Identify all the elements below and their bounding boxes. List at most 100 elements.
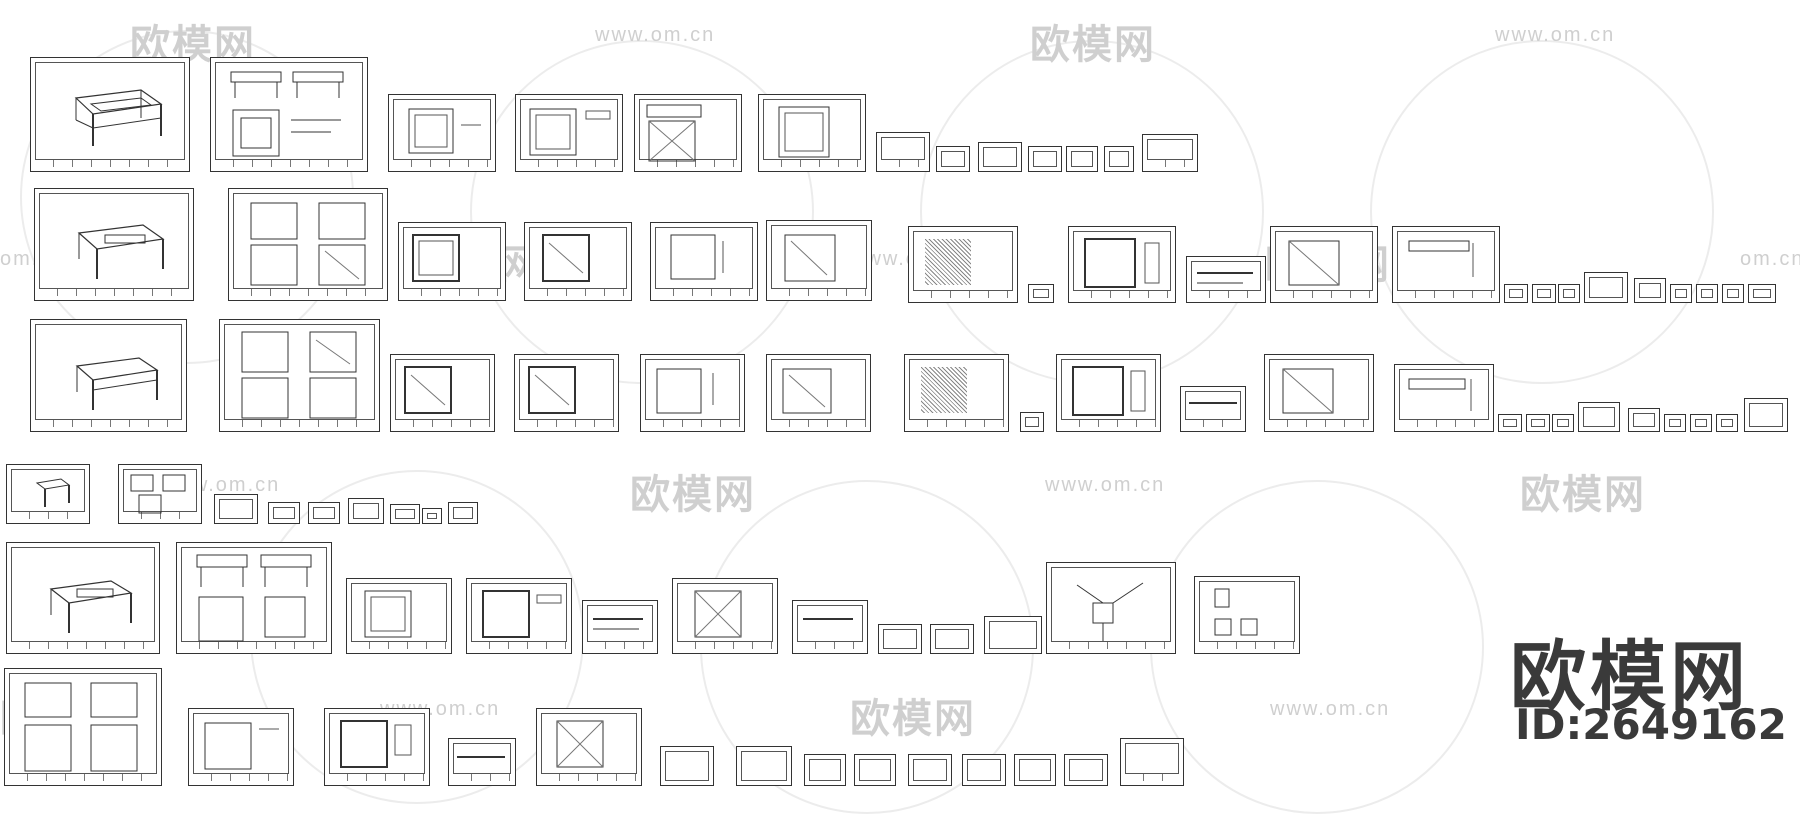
drawing-sheet-detail — [1120, 738, 1184, 786]
drawing-sheet-plan — [514, 354, 619, 432]
drawing-sheet-detail — [422, 508, 442, 524]
drawing-sheet-pattern — [908, 226, 1018, 303]
drawing-sheet-detail — [984, 616, 1042, 654]
drawing-sheet-plan — [634, 94, 742, 172]
drawing-sheet-detail — [1578, 402, 1620, 432]
drawing-sheet-detail — [1634, 278, 1666, 303]
drawing-sheet-elevations — [210, 57, 368, 172]
drawing-sheet-detail — [1628, 408, 1660, 432]
drawing-sheet-joint — [1046, 562, 1176, 654]
drawing-sheet-3d-view — [30, 57, 190, 172]
drawing-sheet-detail — [1670, 284, 1692, 303]
drawing-sheet-elevations — [4, 668, 162, 786]
table-perspective-drawing — [74, 89, 163, 146]
drawing-sheet-section — [448, 738, 516, 786]
drawing-sheet-section — [1394, 364, 1494, 432]
drawing-sheet-plan — [1270, 226, 1378, 303]
drawing-sheet-section — [792, 600, 868, 654]
drawing-sheet-plan — [1056, 354, 1161, 432]
drawing-sheet-plan — [515, 94, 623, 172]
drawing-sheet-plan — [1068, 226, 1176, 303]
drawing-sheet-detail — [1552, 414, 1574, 432]
drawing-sheet-detail — [1498, 414, 1522, 432]
drawing-sheet-elevations — [176, 542, 332, 654]
drawing-sheet-plan — [524, 222, 632, 301]
drawing-sheet-plan — [388, 94, 496, 172]
drawing-sheet-detail — [908, 754, 952, 786]
drawing-sheet-detail — [1690, 414, 1712, 432]
drawing-sheet-detail — [1028, 284, 1054, 303]
drawing-sheet-detail — [1504, 284, 1528, 303]
drawing-sheet-detail — [1664, 414, 1686, 432]
drawing-sheet-detail — [804, 754, 846, 786]
brand-logo-text: 欧模网 — [1510, 632, 1750, 721]
watermark-arc — [1370, 40, 1714, 384]
drawing-sheet-plan — [398, 222, 506, 301]
watermark-logo: 欧模网 — [1520, 473, 1646, 517]
drawing-sheet-detail — [390, 504, 420, 524]
drawing-sheet-blank — [1744, 398, 1788, 432]
drawing-sheet-plan — [766, 354, 871, 432]
drawing-sheet-detail — [1558, 284, 1580, 303]
elevation-plan-drawing — [230, 71, 344, 157]
drawing-sheet-section — [1186, 256, 1266, 303]
drawing-sheet-3d-view — [30, 319, 187, 432]
watermark-arc — [920, 40, 1264, 384]
drawing-sheet-plan — [766, 220, 872, 301]
drawing-sheet-detail — [1066, 146, 1098, 172]
drawing-sheet-detail — [1584, 272, 1628, 303]
drawing-sheet-detail — [660, 746, 714, 786]
drawing-sheet-plan — [466, 578, 572, 654]
drawing-sheet-detail — [1142, 134, 1198, 172]
drawing-sheet-detail — [1696, 284, 1718, 303]
watermark-url: www.om.cn — [595, 24, 716, 46]
drawing-sheet-detail — [1526, 414, 1550, 432]
drawing-sheet-pattern — [904, 354, 1009, 432]
drawing-sheet-detail — [1020, 412, 1044, 432]
drawing-sheet-elevations — [219, 319, 380, 432]
drawing-sheet-plan — [390, 354, 495, 432]
drawing-sheet-3d-view — [6, 464, 90, 524]
drawing-sheet-detail — [1748, 284, 1776, 303]
drawing-sheet-plan — [650, 222, 758, 301]
watermark-url: www.om.cn — [1270, 698, 1391, 720]
model-id-label: ID:2649162 — [1515, 700, 1787, 749]
drawing-sheet-detail — [1028, 146, 1062, 172]
drawing-sheet-detail — [736, 746, 792, 786]
drawing-sheet-detail — [1064, 754, 1108, 786]
drawing-sheet-detail — [1532, 284, 1556, 303]
drawing-sheet-plan — [1264, 354, 1374, 432]
drawing-sheet-detail — [268, 502, 300, 524]
watermark-logo: 欧模网 — [850, 697, 976, 741]
drawing-sheet-plan — [346, 578, 452, 654]
drawing-sheet-detail — [876, 132, 930, 172]
drawing-sheet-elevations — [228, 188, 388, 301]
drawing-sheet-detail — [878, 624, 922, 654]
drawing-sheet-plan — [536, 708, 642, 786]
drawing-sheet-section — [1180, 386, 1246, 432]
watermark-logo: 欧模网 — [1030, 23, 1156, 67]
drawing-sheet-elevations — [118, 464, 202, 524]
watermark-arc — [470, 40, 814, 384]
drawing-sheet-detail — [308, 502, 340, 524]
drawing-sheet-plan — [640, 354, 745, 432]
drawing-sheet-section — [1392, 226, 1500, 303]
watermark-url-partial: om.cn — [1740, 248, 1800, 270]
drawing-sheet-section — [582, 600, 658, 654]
drawing-sheet-detail — [936, 146, 970, 172]
drawing-sheet-detail — [1014, 754, 1056, 786]
drawing-sheet-detail — [214, 494, 258, 524]
watermark-url: www.om.cn — [1495, 24, 1616, 46]
watermark-url: www.om.cn — [1045, 474, 1166, 496]
drawing-sheet-3d-view — [34, 188, 194, 301]
drawing-sheet-detail — [1194, 576, 1300, 654]
drawing-sheet-3d-view — [6, 542, 160, 654]
drawing-sheet-detail — [978, 142, 1022, 172]
drawing-sheet-detail — [962, 754, 1006, 786]
drawing-sheet-plan — [324, 708, 430, 786]
drawing-sheet-plan — [758, 94, 866, 172]
drawing-sheet-detail — [1716, 414, 1738, 432]
drawing-sheet-plan — [188, 708, 294, 786]
drawing-sheet-plan — [672, 578, 778, 654]
